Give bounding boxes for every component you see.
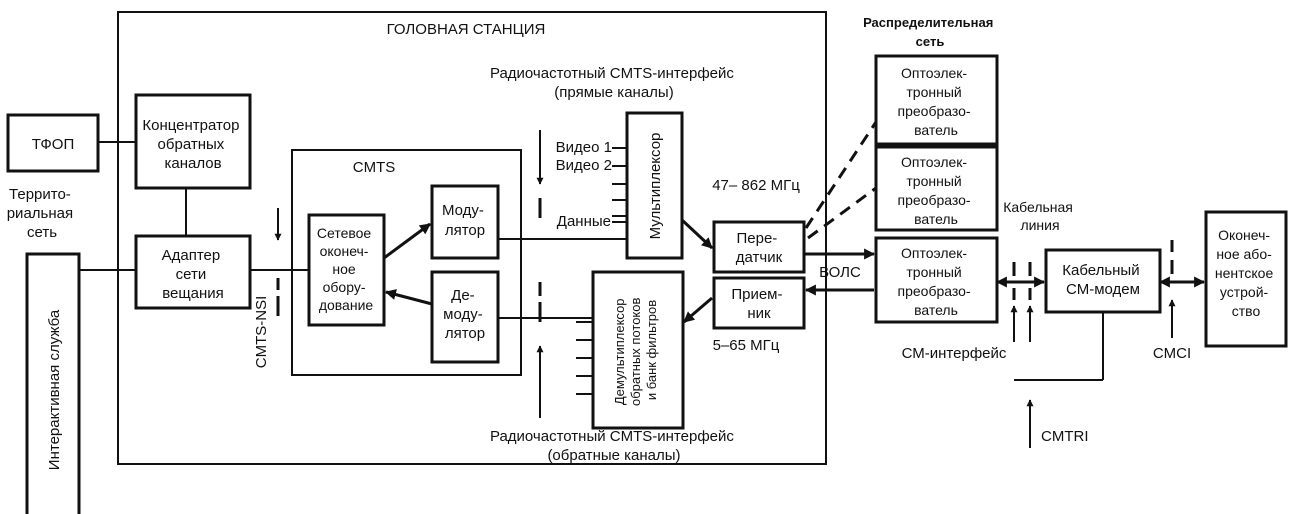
broadcast-adapter-box [134, 234, 252, 310]
headend-frame [117, 11, 827, 465]
terminal-device-label: Оконеч- ное або- нентское устрой- ство [1215, 227, 1277, 319]
video2-label: Видео 2 [556, 157, 612, 174]
distribution-network-label: Распределительная сеть [863, 15, 997, 49]
modulator-box [430, 184, 500, 260]
arrow-nte-modulator [383, 222, 431, 260]
multiplexer-box [625, 111, 684, 260]
arrow-demodulator-nte [384, 289, 433, 306]
wan-label: Террито- риальная сеть [7, 186, 78, 241]
dash-link-converter-1 [804, 121, 878, 229]
demultiplexer-box [591, 270, 685, 430]
fiber-label: ВОЛС [819, 264, 861, 281]
demodulator-label: Де- моду- лятор [443, 287, 487, 342]
receiver-label: Прием- ник [731, 286, 786, 322]
video1-label: Видео 1 [556, 139, 612, 156]
modulator-label: Моду- лятор [442, 202, 488, 239]
arrow-receiver-demux [683, 296, 713, 324]
interactive-service-box [25, 252, 81, 514]
terminal-device-box [1204, 210, 1288, 348]
demultiplexer-label: Демультиплексор обратных потоков и банк … [612, 294, 659, 406]
rf-downstream-label: Радиочастотный CMTS-интерфейс (прямые ка… [490, 65, 738, 101]
converter-box-2 [874, 145, 999, 232]
cmts-frame [291, 149, 522, 376]
transmitter-label: Пере- датчик [736, 230, 783, 266]
band-downstream-label: 47– 862 МГц [712, 177, 800, 194]
dash-link-converter-2 [807, 186, 877, 240]
rf-upstream-label: Радиочастотный CMTS-интерфейс (обратные … [490, 428, 738, 464]
converter-label-2: Оптоэлек- тронный преобразо- ватель [898, 154, 975, 227]
interactive-service-label: Интерактивная служба [46, 309, 63, 470]
multiplexer-label: Мультиплексор [647, 133, 664, 240]
cmts-title: CMTS [353, 159, 396, 176]
converter-label-3: Оптоэлек- тронный преобразо- ватель [898, 245, 975, 318]
broadcast-adapter-label: Адаптер сети вещания [162, 247, 225, 302]
cable-modem-label: Кабельный СМ-модем [1062, 262, 1144, 298]
arrow-mux-transmitter [680, 218, 714, 250]
band-upstream-label: 5–65 МГц [713, 337, 780, 354]
network-terminal-label: Сетевое оконеч- ное обору- дование [317, 225, 375, 313]
converter-box-1 [874, 54, 999, 146]
data-input-label: Данные [557, 213, 611, 230]
converter-label-1: Оптоэлек- тронный преобразо- ватель [898, 65, 975, 138]
concentrator-label: Концентратор обратных каналов [142, 117, 243, 172]
nsi-label: CMTS-NSI [253, 296, 270, 369]
cable-line-label: Кабельная линия [1003, 199, 1077, 233]
transmitter-box [712, 220, 806, 274]
pstn-label: ТФОП [32, 136, 75, 153]
cm-interface-label: СМ-интерфейс [902, 345, 1007, 362]
cmtri-label: CMTRI [1041, 428, 1089, 445]
receiver-box [712, 276, 806, 330]
headend-title: ГОЛОВНАЯ СТАНЦИЯ [387, 21, 546, 38]
cmci-label: CMCI [1153, 345, 1191, 362]
